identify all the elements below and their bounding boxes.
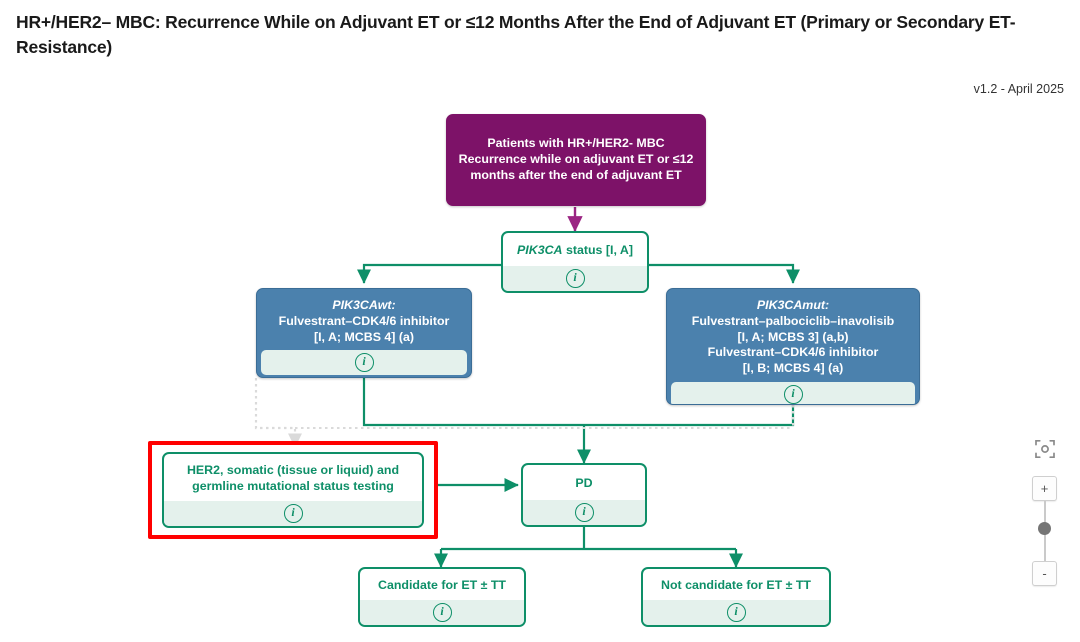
node-not-candidate-info-strip[interactable]: i [643, 600, 829, 625]
connector-wt-to-pd [362, 378, 584, 427]
version-label: v1.2 - April 2025 [973, 82, 1064, 96]
node-her2-testing-info-strip[interactable]: i [164, 501, 422, 526]
node-pik3ca-mut-line3: [I, A; MCBS 3] (a,b) [737, 329, 849, 344]
node-pd-body: PD [523, 465, 645, 500]
node-pik3ca-mut-info-strip[interactable]: i [671, 381, 915, 404]
node-pd[interactable]: PD i [521, 463, 647, 527]
node-pik3ca-mut[interactable]: PIK3CAmut: Fulvestrant–palbociclib–inavo… [666, 288, 920, 405]
zoom-in-button[interactable]: + [1032, 476, 1057, 501]
page-title: HR+/HER2– MBC: Recurrence While on Adjuv… [16, 12, 1016, 57]
node-pd-label: PD [575, 476, 593, 491]
node-candidate-label: Candidate for ET ± TT [378, 578, 506, 593]
node-pik3ca-wt-info-strip[interactable]: i [261, 350, 467, 376]
node-candidate-for-et[interactable]: Candidate for ET ± TT i [358, 567, 526, 627]
gene-name-pik3ca: PIK3CA [517, 243, 563, 258]
connector-mut-to-pd [584, 405, 795, 427]
recenter-icon[interactable] [1034, 438, 1056, 460]
node-candidate-info-strip[interactable]: i [360, 600, 524, 625]
node-her2-testing-label: HER2, somatic (tissue or liquid) and ger… [186, 463, 400, 493]
node-root-label: Patients with HR+/HER2- MBC Recurrence w… [458, 136, 694, 182]
info-icon[interactable]: i [565, 269, 585, 288]
connector-status-to-mut [648, 263, 801, 284]
gene-name-pik3camut: PIK3CAmut: [756, 298, 830, 312]
node-pik3ca-wt-line3: [I, A; MCBS 4] (a) [313, 329, 415, 344]
node-not-candidate-for-et[interactable]: Not candidate for ET ± TT i [641, 567, 831, 627]
node-pik3ca-mut-label: PIK3CAmut: Fulvestrant–palbociclib–inavo… [692, 298, 894, 377]
zoom-controls[interactable]: + - [1032, 438, 1058, 586]
node-not-candidate-label: Not candidate for ET ± TT [661, 578, 811, 593]
node-pik3ca-status-body: PIK3CA status [I, A] [503, 233, 647, 266]
info-icon[interactable]: i [574, 503, 594, 522]
node-patients-root[interactable]: Patients with HR+/HER2- MBC Recurrence w… [446, 114, 706, 206]
node-pik3ca-mut-body: PIK3CAmut: Fulvestrant–palbociclib–inavo… [671, 293, 915, 379]
node-pik3ca-wt-label: PIK3CAwt: Fulvestrant–CDK4/6 inhibitor [… [279, 298, 450, 345]
node-pik3ca-mut-line2: Fulvestrant–palbociclib–inavolisib [691, 313, 895, 328]
zoom-slider-handle[interactable] [1038, 522, 1051, 535]
node-her2-testing[interactable]: HER2, somatic (tissue or liquid) and ger… [162, 452, 424, 528]
node-pik3ca-wt-line2: Fulvestrant–CDK4/6 inhibitor [278, 313, 450, 328]
connector-status-to-wt [356, 263, 502, 284]
connector-wt-to-her2-muted [254, 378, 303, 448]
info-icon[interactable]: i [432, 603, 452, 622]
node-pik3ca-wt[interactable]: PIK3CAwt: Fulvestrant–CDK4/6 inhibitor [… [256, 288, 472, 378]
zoom-out-button[interactable]: - [1032, 561, 1057, 586]
recenter-icon-glyph [1035, 439, 1055, 459]
info-icon[interactable]: i [783, 384, 803, 404]
node-pik3ca-wt-body: PIK3CAwt: Fulvestrant–CDK4/6 inhibitor [… [261, 293, 467, 347]
node-pik3ca-status-label: PIK3CA status [I, A] [517, 243, 633, 259]
info-icon[interactable]: i [726, 603, 746, 622]
node-candidate-body: Candidate for ET ± TT [360, 569, 524, 600]
node-pik3ca-status[interactable]: PIK3CA status [I, A] i [501, 231, 649, 293]
info-icon[interactable]: i [354, 353, 374, 373]
connector-pd-split [441, 527, 736, 551]
node-her2-testing-body: HER2, somatic (tissue or liquid) and ger… [164, 454, 422, 501]
node-pik3ca-status-suffix: status [I, A] [562, 243, 633, 258]
info-icon[interactable]: i [283, 504, 303, 523]
node-pik3ca-mut-line4: Fulvestrant–CDK4/6 inhibitor [707, 345, 879, 360]
node-root-body: Patients with HR+/HER2- MBC Recurrence w… [447, 115, 705, 205]
node-not-candidate-body: Not candidate for ET ± TT [643, 569, 829, 600]
node-pik3ca-status-info-strip[interactable]: i [503, 266, 647, 291]
node-pd-info-strip[interactable]: i [523, 500, 645, 525]
gene-name-pik3cawt: PIK3CAwt: [332, 298, 396, 312]
zoom-slider-group[interactable]: + - [1032, 476, 1058, 586]
node-pik3ca-mut-line5: [I, B; MCBS 4] (a) [742, 361, 844, 375]
